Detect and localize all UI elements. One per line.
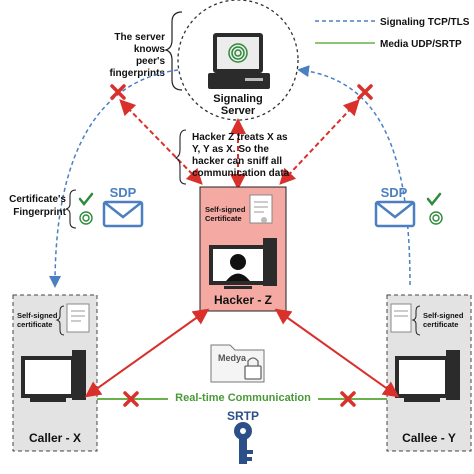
envelope-icon-left (102, 200, 144, 228)
caller-cert-line-1: Self-signed (17, 311, 58, 320)
cert-fingerprint-brace (65, 189, 77, 229)
check-icon (78, 192, 94, 207)
fingerprint-icon (79, 211, 93, 225)
signaling-server-circle (177, 0, 299, 121)
blocked-x-icon-right (357, 84, 373, 100)
signaling-arc-left (49, 69, 179, 288)
callee-cert-line-1: Self-signed (423, 311, 464, 320)
legend-media-label: Media UDP/SRTP (380, 39, 462, 50)
server-label-line-1: Signaling (213, 93, 263, 105)
cert-fingerprint-line-1: Certificate's (9, 194, 66, 205)
callee-certificate-icon (390, 303, 412, 333)
media-folder-icon (210, 344, 265, 383)
check-icon-right (426, 192, 442, 207)
sdp-right-label: SDP (381, 185, 408, 200)
srtp-label: SRTP (227, 409, 259, 423)
sdp-left-label: SDP (110, 185, 137, 200)
server-label-line-2: Server (221, 105, 256, 117)
legend-signaling-label: Signaling TCP/TLS (380, 17, 470, 28)
hacker-cert-line-2: Certificate (205, 214, 242, 223)
hacker-computer-icon (209, 238, 277, 289)
callee-computer-icon (395, 350, 460, 402)
media-folder-label: Medya (218, 353, 247, 363)
hacker-note-line-4: communication data (192, 168, 290, 179)
server-fingerprint-icon (228, 43, 248, 63)
signaling-arc-right (297, 65, 411, 286)
hacker-note-line-1: Hacker Z treats X as (192, 132, 288, 143)
envelope-icon-right (374, 200, 416, 228)
hacker-note-line-3: hacker can sniff all (192, 156, 282, 167)
callee-cert-line-2: certificate (423, 320, 458, 329)
hacker-label: Hacker - Z (214, 293, 272, 307)
hacker-note: Hacker Z treats X as Y, Y as X. So the h… (174, 129, 290, 185)
signaling-server-computer-icon (208, 33, 270, 89)
caller-label: Caller - X (29, 431, 81, 445)
blocked-x-icon-media-left (123, 391, 139, 407)
hacker-note-line-2: Y, Y as X. So the (192, 144, 269, 155)
caller-computer-icon (21, 350, 86, 402)
key-icon (234, 422, 253, 464)
blocked-x-icon-left (110, 84, 126, 100)
callee-label: Callee - Y (402, 431, 456, 445)
server-note-line-2: knows (134, 44, 166, 55)
attack-line-right (279, 99, 360, 185)
attack-line-caller (84, 308, 210, 398)
hacker-cert-line-1: Self-signed (205, 205, 246, 214)
hacker-note-brace (174, 129, 187, 185)
attack-line-callee (274, 308, 400, 398)
callee-cert-brace (411, 305, 421, 336)
server-note-brace (164, 11, 183, 91)
legend: Signaling TCP/TLS Media UDP/SRTP (315, 17, 470, 50)
caller-certificate-icon (66, 303, 90, 333)
cert-fingerprint-note: Certificate's Fingerprint (9, 189, 94, 229)
cert-fingerprint-line-2: Fingerprint (13, 207, 66, 218)
caller-cert-brace (55, 305, 65, 336)
server-note: The server knows peer's fingerprints (109, 11, 183, 91)
server-note-line-3: peer's (136, 56, 166, 67)
hacker-certificate-icon (249, 194, 273, 224)
caller-cert-line-2: certificate (17, 320, 52, 329)
fingerprint-icon-right (429, 211, 443, 225)
blocked-x-icon-media-right (340, 391, 356, 407)
server-note-line-1: The server (114, 32, 165, 43)
realtime-label: Real-time Communication (175, 392, 311, 404)
attack-line-left (119, 99, 203, 185)
server-note-line-4: fingerprints (109, 68, 165, 79)
